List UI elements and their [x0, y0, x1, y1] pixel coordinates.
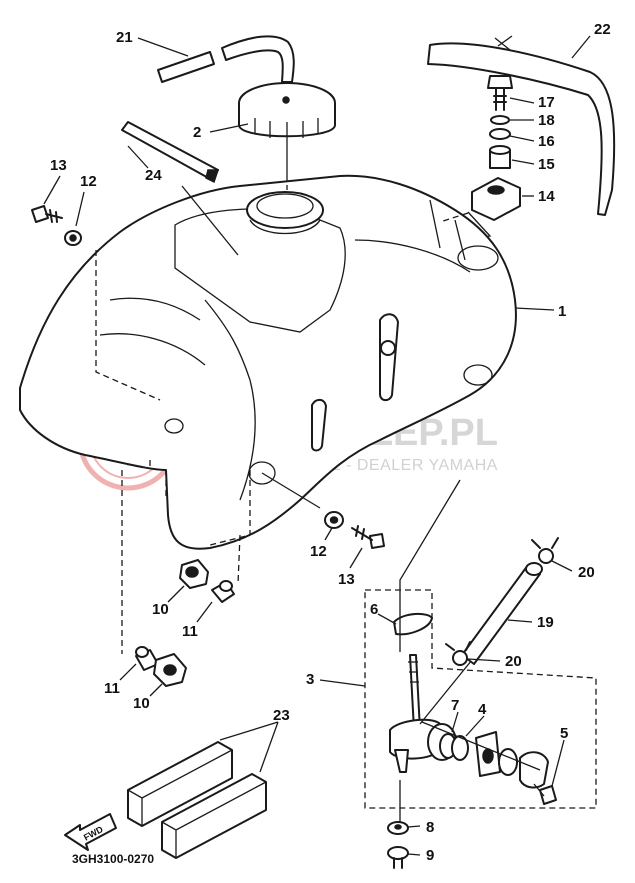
callout-10-upper: 10 — [152, 601, 169, 618]
callout-12-lower: 12 — [310, 543, 327, 560]
fwd-arrow-icon: FWD — [64, 813, 117, 851]
part-24-damper-strip — [121, 121, 220, 184]
part-1-fuel-tank — [19, 174, 517, 550]
callout-10-lower: 10 — [133, 695, 150, 712]
part-3-fuel-cock-assembly — [364, 479, 597, 809]
callout-13-upper: 13 — [50, 157, 67, 174]
callout-22: 22 — [594, 21, 611, 38]
callout-14: 14 — [538, 188, 555, 205]
callout-15: 15 — [538, 156, 555, 173]
part-13-bolt-upper — [31, 205, 63, 223]
callout-23: 23 — [273, 707, 290, 724]
part-16-washer — [489, 128, 511, 140]
callout-16: 16 — [538, 133, 555, 150]
leader-lines — [43, 35, 591, 856]
callout-7: 7 — [451, 697, 459, 714]
part-19-fuel-hose — [461, 562, 543, 665]
part-18-washer — [490, 115, 510, 125]
callout-1: 1 — [558, 303, 566, 320]
part-8-washer — [387, 821, 409, 835]
part-12-grommet-lower — [324, 511, 344, 529]
callout-20-upper: 20 — [578, 564, 595, 581]
callout-21: 21 — [116, 29, 133, 46]
part-23-damper-pads — [127, 741, 267, 859]
part-12-grommet-upper — [64, 230, 82, 246]
drawing-code: 3GH3100-0270 — [72, 852, 154, 866]
callout-24: 24 — [145, 167, 162, 184]
callout-4: 4 — [478, 701, 487, 718]
part-20-hose-clip-lower — [445, 641, 471, 666]
callout-2: 2 — [193, 124, 201, 141]
part-21-breather-hose — [157, 35, 295, 83]
part-2-fuel-cap — [238, 82, 336, 190]
part-22-guard-strap — [427, 35, 616, 216]
callout-11-upper: 11 — [182, 623, 198, 640]
part-13-bolt-lower — [351, 525, 385, 549]
callout-9: 9 — [426, 847, 434, 864]
callout-8: 8 — [426, 819, 434, 836]
part-9-bolt — [387, 846, 409, 869]
part-20-hose-clip-upper — [531, 537, 559, 564]
callout-19: 19 — [537, 614, 554, 631]
part-10-damper-upper — [179, 559, 209, 589]
callout-5: 5 — [560, 725, 568, 742]
callout-13-lower: 13 — [338, 571, 355, 588]
callout-20-lower: 20 — [505, 653, 522, 670]
part-10-damper-lower — [153, 653, 187, 687]
callout-17: 17 — [538, 94, 555, 111]
callout-labels: 21 22 2 17 18 16 15 14 13 12 24 1 12 13 … — [50, 21, 611, 864]
callout-18: 18 — [538, 112, 555, 129]
part-15-collar — [489, 145, 511, 169]
callout-11-lower: 11 — [104, 680, 120, 697]
part-14-damper-block — [467, 177, 521, 241]
part-17-bolt — [487, 75, 513, 111]
callout-12-upper: 12 — [80, 173, 97, 190]
callout-3: 3 — [306, 671, 314, 688]
part-11-collar-upper — [211, 580, 235, 603]
callout-6: 6 — [370, 601, 378, 618]
